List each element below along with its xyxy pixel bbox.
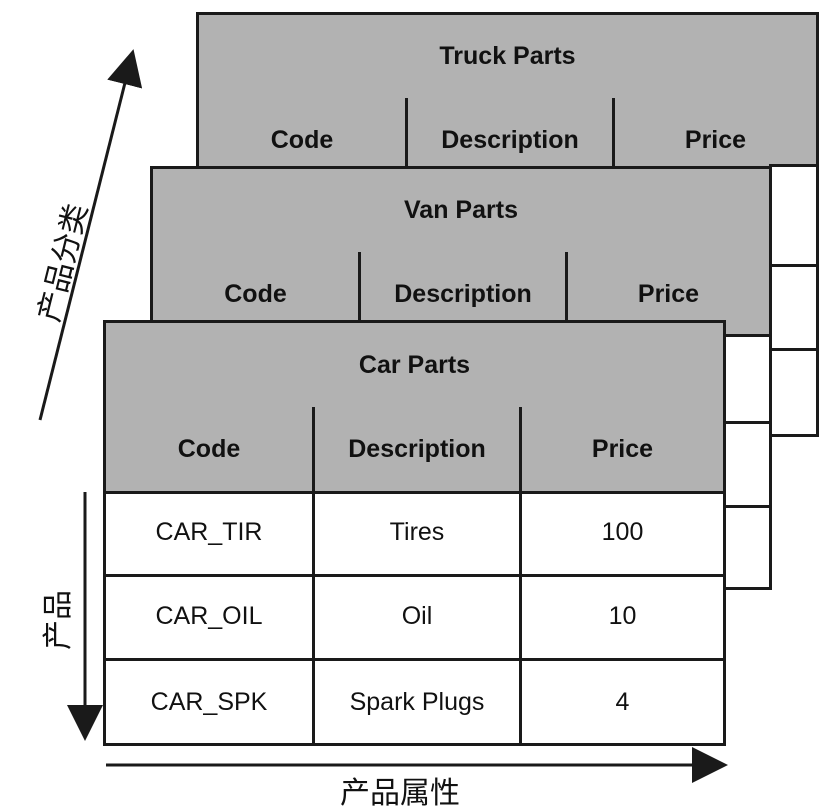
- category-axis-arrow: [38, 49, 143, 421]
- truck-parts-cell: [769, 348, 819, 437]
- cell-price: 10: [608, 601, 637, 630]
- column-header-code: Code: [106, 407, 315, 491]
- truck-parts-cell: [769, 264, 819, 351]
- car-parts-table: Car Parts Code Description Price CAR_TIR…: [103, 320, 726, 746]
- van-parts-title: Van Parts: [153, 169, 769, 255]
- truck-parts-cell: [769, 164, 819, 267]
- van-parts-cell: [722, 334, 772, 424]
- product-axis-label: 产品: [41, 590, 76, 650]
- column-header-price: Price: [637, 279, 700, 308]
- column-header-price: Price: [591, 434, 654, 463]
- cell-description: Oil: [315, 574, 522, 658]
- truck-parts-title: Truck Parts: [199, 15, 816, 101]
- cell-code: CAR_SPK: [106, 658, 315, 746]
- column-header-description: Description: [315, 407, 522, 491]
- car-parts-header-row: Code Description Price: [106, 407, 723, 494]
- cell-description: Tires: [315, 491, 522, 574]
- column-header-description: Description: [408, 98, 615, 182]
- column-header-code: Code: [199, 98, 408, 182]
- table-row: CAR_OIL Oil 10: [106, 574, 723, 661]
- column-header-price: Price: [684, 125, 747, 154]
- cell-price: 4: [615, 687, 630, 716]
- attribute-axis-label: 产品属性: [340, 776, 460, 811]
- cell-code: CAR_OIL: [106, 574, 315, 658]
- column-header-description: Description: [361, 252, 568, 336]
- table-row: CAR_TIR Tires 100: [106, 491, 723, 577]
- car-parts-title: Car Parts: [106, 323, 723, 410]
- car-parts-body: CAR_TIR Tires 100 CAR_OIL Oil 10 CAR_SPK…: [106, 491, 723, 746]
- cell-description: Spark Plugs: [315, 658, 522, 746]
- van-parts-cell: [722, 505, 772, 590]
- cell-price: 100: [601, 518, 644, 546]
- cell-code: CAR_TIR: [106, 491, 315, 574]
- table-row: CAR_SPK Spark Plugs 4: [106, 658, 723, 746]
- column-header-code: Code: [153, 252, 361, 336]
- van-parts-cell: [722, 421, 772, 508]
